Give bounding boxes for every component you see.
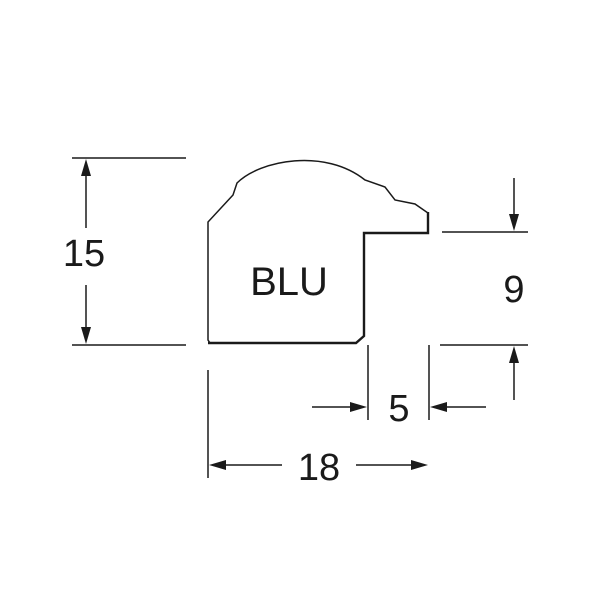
arrow-down-icon bbox=[509, 214, 519, 231]
profile-edge-shadow bbox=[208, 212, 430, 345]
rebate-width-dimension: 5 bbox=[312, 345, 486, 430]
arrow-left-icon bbox=[430, 402, 447, 412]
arrow-left-icon bbox=[209, 460, 226, 470]
moulding-profile bbox=[207, 159, 430, 345]
arrow-up-icon bbox=[81, 159, 91, 176]
width-dimension: 18 bbox=[207, 370, 428, 489]
arrow-right-icon bbox=[411, 460, 428, 470]
rebate-depth-value: 9 bbox=[503, 269, 524, 311]
height-value: 15 bbox=[63, 233, 105, 275]
rebate-depth-dimension: 9 bbox=[440, 178, 528, 400]
rebate-width-value: 5 bbox=[388, 388, 409, 430]
arrow-right-icon bbox=[350, 402, 367, 412]
height-dimension: 15 bbox=[63, 157, 186, 346]
width-value: 18 bbox=[298, 447, 340, 489]
profile-outline bbox=[207, 159, 429, 344]
arrow-up-icon bbox=[509, 346, 519, 363]
arrow-down-icon bbox=[81, 327, 91, 344]
profile-code-label: BLU bbox=[250, 260, 328, 304]
